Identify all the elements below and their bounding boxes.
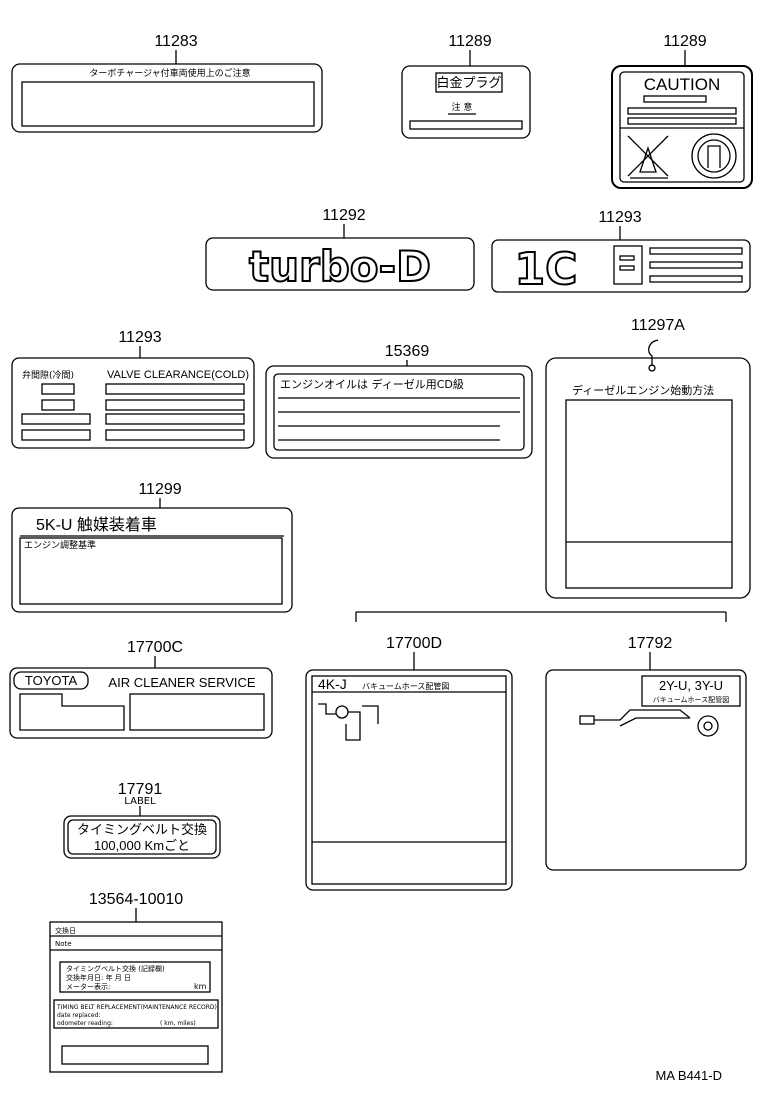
part-number-11293b: 11293 — [118, 329, 161, 346]
part-number-17792: 17792 — [628, 635, 673, 652]
record-en4: ( km, miles) — [160, 1020, 196, 1027]
part-number-11289a: 11289 — [448, 33, 491, 50]
record-jp2: 交換年月日: 年 月 日 — [66, 973, 131, 982]
vacuum-hose-icon — [579, 709, 719, 737]
part-number-17700c: 17700C — [127, 639, 183, 656]
label-11289-plug: 11289 白金プラグ 注 意 — [401, 33, 531, 139]
record-row2: Note — [55, 940, 72, 948]
caution-title: CAUTION — [644, 75, 721, 94]
label-11293-1c: 11293 1C — [491, 209, 751, 296]
label-11283: 11283 ターボチャージャ付車両使用上のご注意 — [11, 33, 323, 133]
vacuum-diagram-icon — [318, 703, 379, 741]
part-number-17700d: 17700D — [386, 635, 442, 652]
label-15369: 15369 エンジンオイルは ディーゼル用CD級 — [265, 343, 533, 459]
label-11293-valve: 11293 弁間隙(冷間) VALVE CLEARANCE(COLD) — [11, 329, 255, 449]
label-11283-caption: ターボチャージャ付車両使用上のご注意 — [89, 67, 250, 79]
part-number-13564: 13564-10010 — [89, 891, 183, 908]
engine-4kj: 4K-J — [318, 676, 347, 692]
label-word: LABEL — [124, 796, 156, 807]
record-jp3: メーター表示: — [66, 982, 110, 991]
air-cleaner-text: AIR CLEANER SERVICE — [108, 675, 255, 690]
battery-icon — [691, 133, 737, 179]
belt-line2: 100,000 Kmごと — [94, 838, 190, 853]
record-en1: TIMING BELT REPLACEMENT(MAINTENANCE RECO… — [56, 1004, 217, 1011]
belt-line1: タイミングベルト交換 — [77, 822, 207, 837]
part-number-15369: 15369 — [385, 343, 430, 360]
part-number-11289b: 11289 — [663, 33, 706, 50]
turbo-d-text: turbo-D — [249, 242, 431, 291]
engine-1c-text: 1C — [515, 244, 578, 295]
valve-jp: 弁間隙(冷間) — [22, 369, 74, 381]
catalyst-sub: エンジン調整基準 — [24, 539, 96, 551]
engine-2y3y: 2Y-U, 3Y-U — [659, 678, 723, 693]
part-number-11292: 11292 — [322, 207, 365, 224]
record-unit: km — [194, 982, 207, 991]
diagram-code: MA B441-D — [656, 1068, 722, 1083]
oil-text: エンジンオイルは ディーゼル用CD級 — [280, 377, 464, 391]
record-jp1: タイミングベルト交換 (記録欄) — [66, 964, 165, 973]
record-row1: 交換日 — [55, 926, 76, 935]
label-17792: 17792 2Y-U, 3Y-U バキュームホース配管図 — [545, 635, 747, 871]
label-13564: 13564-10010 交換日 Note タイミングベルト交換 (記録欄) 交換… — [49, 891, 223, 1073]
record-en2: date replaced: — [57, 1012, 100, 1019]
label-11297a: 11297A ディーゼルエンジン始動方法 — [545, 317, 751, 599]
hood-group — [355, 611, 727, 622]
record-en3: odometer reading: — [57, 1020, 113, 1027]
label-11299: 11299 5K-U 触媒装着車 エンジン調整基準 — [11, 481, 293, 613]
part-number-11299: 11299 — [138, 481, 181, 498]
part-number-11283: 11283 — [154, 33, 197, 50]
plug-sub: 注 意 — [452, 101, 473, 113]
vacuum-sub-d: バキュームホース配管図 — [362, 681, 449, 691]
label-11289-caution: 11289 CAUTION — [611, 33, 753, 189]
no-fire-icon — [627, 135, 669, 179]
label-17791: 17791 LABEL タイミングベルト交換 100,000 Kmごと — [63, 781, 221, 859]
label-17700d: 17700D 4K-J バキュームホース配管図 — [305, 635, 513, 891]
label-11292: 11292 turbo-D — [205, 207, 475, 292]
diesel-start-text: ディーゼルエンジン始動方法 — [572, 383, 714, 397]
part-number-17791: 17791 — [118, 781, 163, 798]
valve-en: VALVE CLEARANCE(COLD) — [107, 369, 249, 381]
part-number-11293a: 11293 — [598, 209, 641, 226]
catalyst-title: 5K-U 触媒装着車 — [36, 516, 157, 534]
toyota-brand: TOYOTA — [25, 673, 78, 688]
vacuum-sub-792: バキュームホース配管図 — [653, 695, 729, 704]
label-17700c: 17700C TOYOTA AIR CLEANER SERVICE — [9, 639, 273, 739]
plug-title: 白金プラグ — [436, 75, 501, 90]
part-number-11297a: 11297A — [631, 317, 685, 334]
